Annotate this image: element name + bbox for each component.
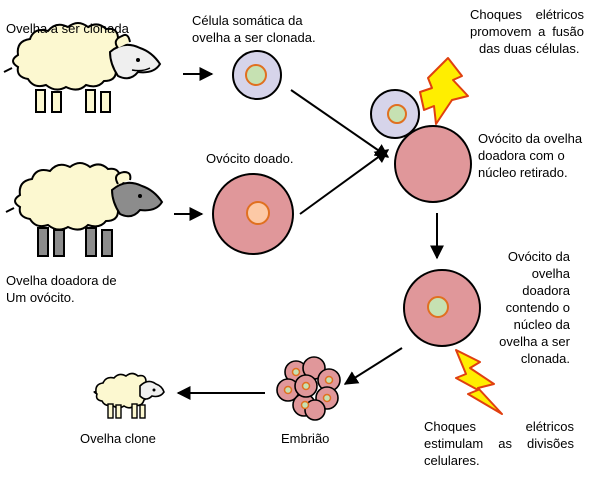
- donor-sheep-illustration: [5, 162, 164, 257]
- arrow-cell-to-fusion: [290, 89, 390, 158]
- embryo-nuclei: [283, 367, 334, 410]
- label-oocyte-with-nucleus: Ovócito da ovelha doadora contendo o núc…: [499, 249, 570, 366]
- sheep-to-clone-illustration: [3, 22, 162, 113]
- label-clone-sheep: Ovelha clone: [80, 431, 156, 446]
- label-shock-fusion-end: das duas células.: [479, 41, 580, 56]
- clone-sheep-illustration: [93, 372, 165, 419]
- arrow-oocyte-to-embryo: [343, 347, 403, 385]
- label-enucleated-oocyte: Ovócito da ovelha doadora com o núcleo r…: [478, 131, 583, 180]
- lightning-division-icon: [455, 349, 503, 415]
- label-shock-division-end: celulares.: [424, 453, 480, 468]
- fusing-somatic-cell: [370, 89, 420, 139]
- label-donor-sheep: Ovelha doadora de Um ovócito.: [6, 273, 117, 305]
- label-donated-oocyte: Ovócito doado.: [206, 151, 294, 166]
- arrow-oocyte-to-fusion: [299, 149, 390, 215]
- donated-oocyte: [212, 173, 294, 255]
- label-embryo: Embrião: [281, 431, 330, 446]
- label-shock-fusion: Choques elétricos promovem a fusão: [470, 7, 584, 39]
- label-shock-division: Choques elétricos estimulam as divisões: [424, 419, 574, 451]
- oocyte-with-nucleus: [403, 269, 481, 347]
- enucleated-oocyte: [394, 125, 472, 203]
- somatic-cell: [232, 50, 282, 100]
- label-sheep-to-clone: Ovelha a ser clonada: [6, 21, 129, 36]
- lightning-fusion-icon: [419, 57, 469, 125]
- arrows: [174, 67, 444, 400]
- label-somatic-cell: Célula somática da ovelha a ser clonada.: [192, 13, 316, 45]
